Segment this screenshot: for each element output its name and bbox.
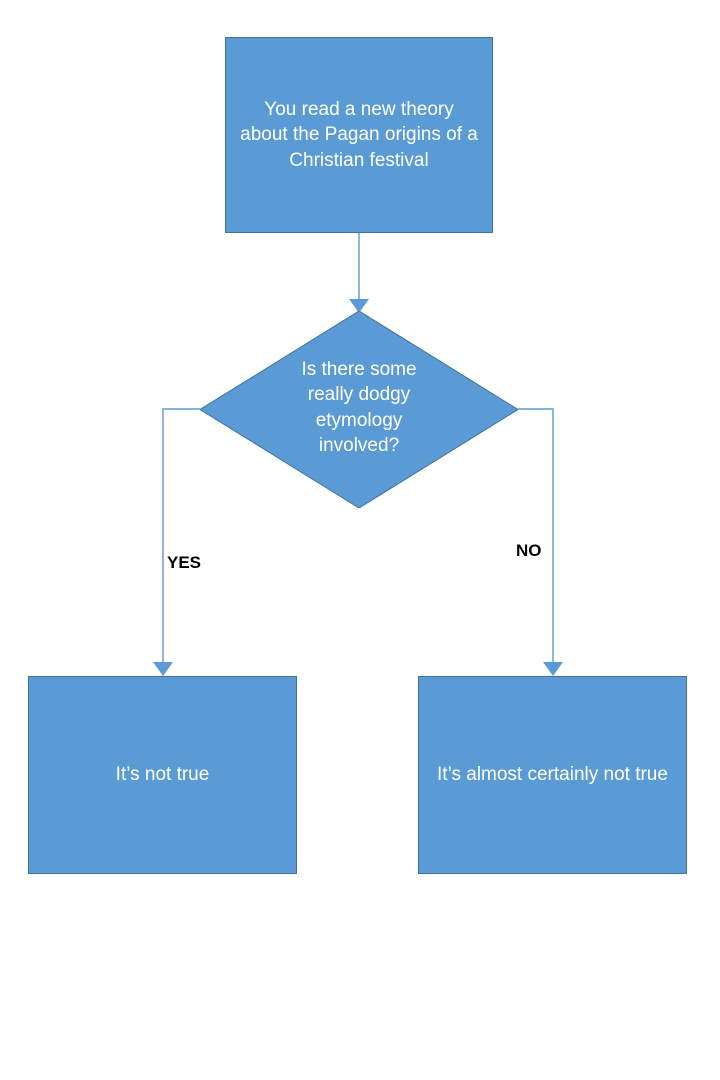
flow-node-outcome-no[interactable]: It’s almost certainly not true [418,676,687,874]
branch-label-yes: YES [167,553,202,572]
connector-decision-to-yes [153,408,200,676]
diamond-shape-icon [200,311,518,508]
connector-start-to-decision [349,233,369,313]
connector-decision-to-no [518,408,563,676]
flow-node-start-label: You read a new theory about the Pagan or… [240,99,478,171]
flow-node-outcome-yes-label: It’s not true [115,764,210,786]
branch-label-no: NO [516,541,542,560]
flow-node-start[interactable]: You read a new theory about the Pagan or… [225,37,493,233]
flow-node-decision[interactable]: Is there some really dodgy etymology inv… [200,311,518,508]
flow-node-outcome-no-label: It’s almost certainly not true [437,764,668,786]
flow-node-outcome-yes[interactable]: It’s not true [28,676,297,874]
